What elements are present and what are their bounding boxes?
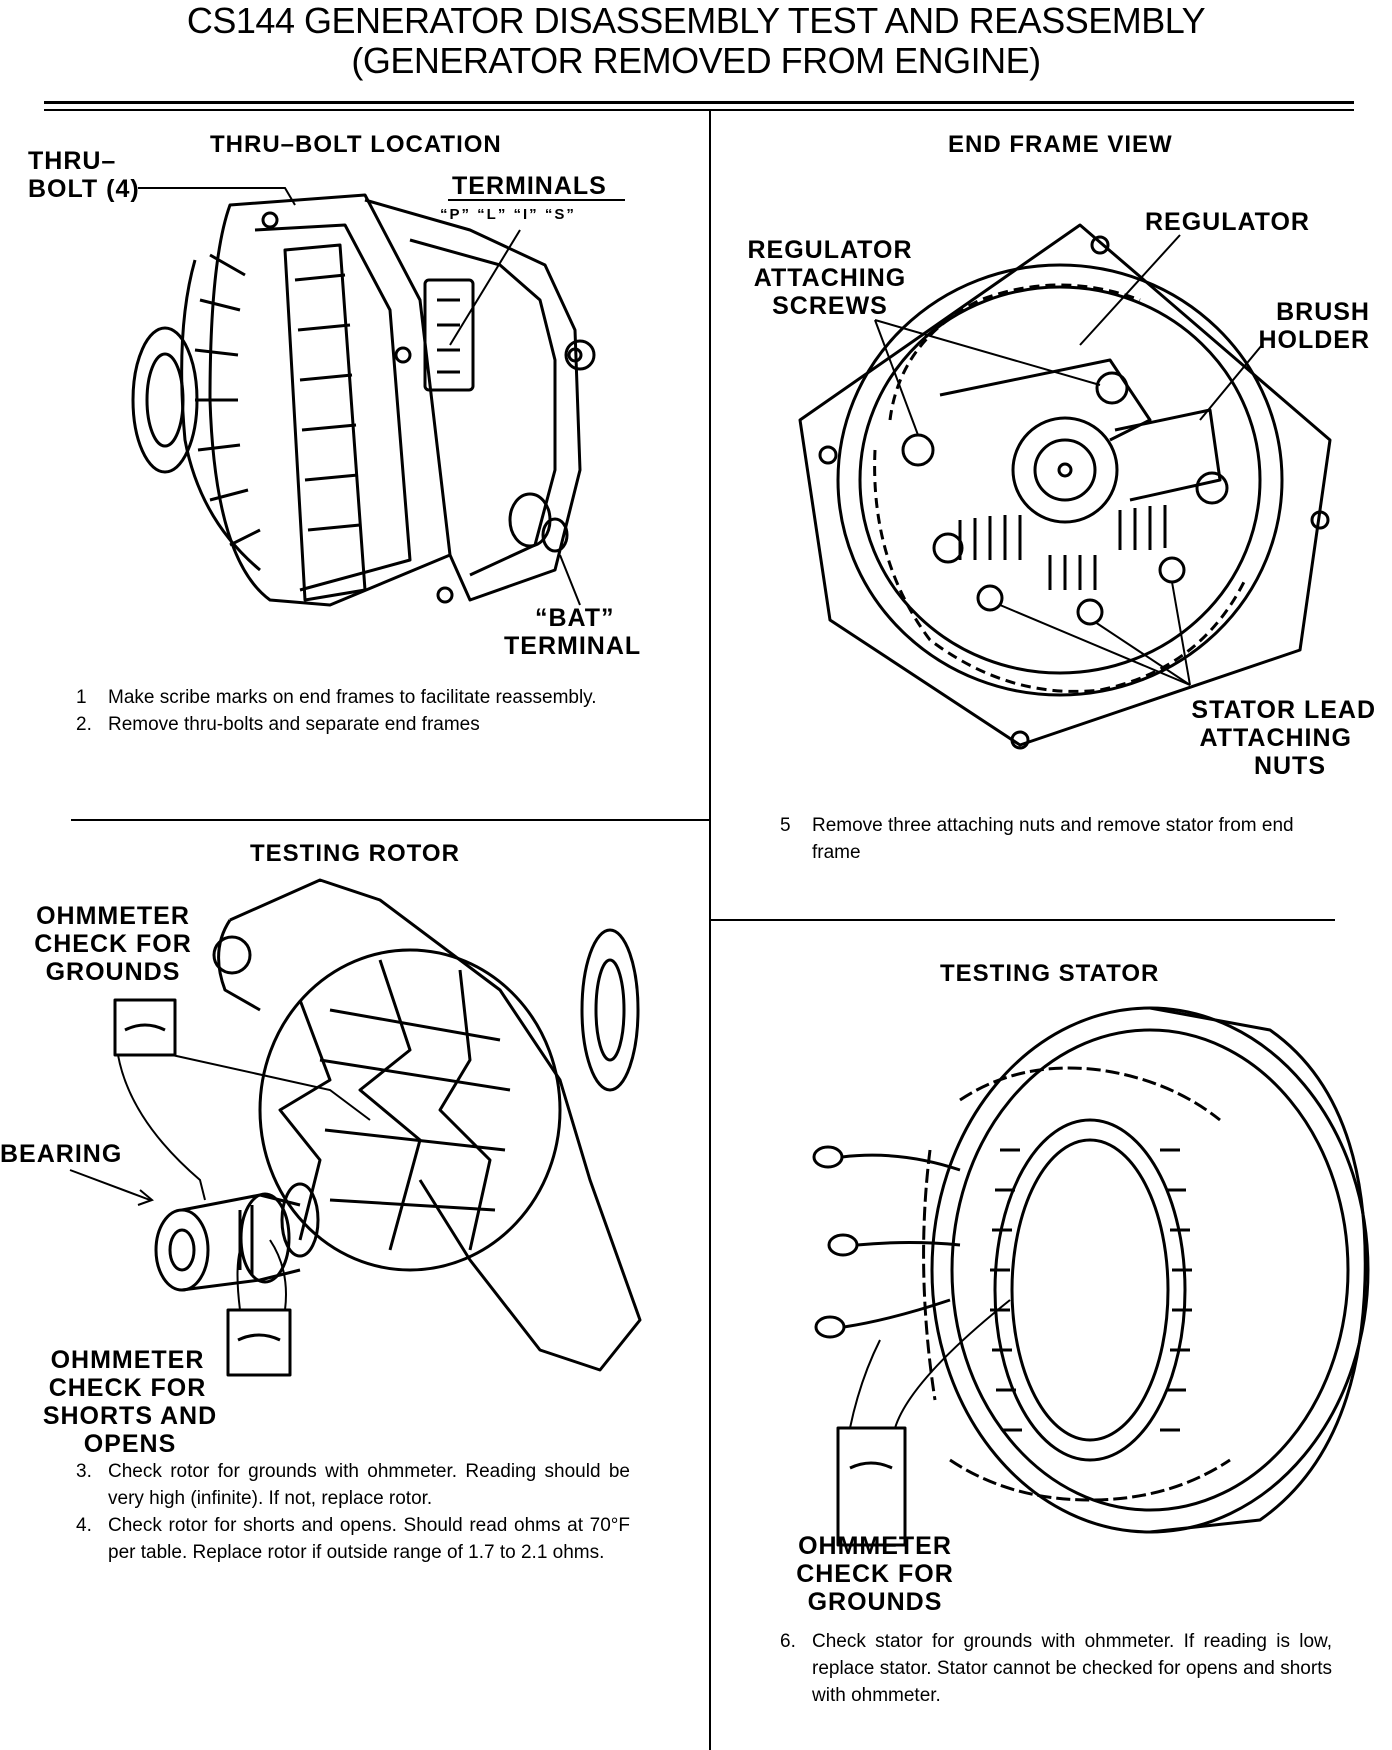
ohm-grounds-label-3: GROUNDS [45, 958, 181, 986]
step-4: 4. Check rotor for shorts and opens. Sho… [76, 1512, 630, 1566]
stator-ohm-label-1: OHMMETER [798, 1532, 952, 1560]
step-number: 5 [780, 815, 791, 836]
thru-bolt-heading: THRU–BOLT LOCATION [210, 131, 502, 158]
stator-nuts-label-3: NUTS [1253, 752, 1326, 780]
right-panel-divider [711, 919, 1335, 921]
step-number: 2. [76, 714, 92, 735]
step-number: 6. [780, 1631, 796, 1652]
bearing-label: BEARING [0, 1140, 123, 1168]
step-3: 3. Check rotor for grounds with ohmmeter… [76, 1458, 630, 1512]
top-rule [44, 101, 1354, 104]
step-text: Check stator for grounds with ohmmeter. … [812, 1631, 1332, 1706]
terminals-label: TERMINALS [452, 172, 607, 200]
step-1: 1 Make scribe marks on end frames to fac… [76, 684, 630, 711]
regulator-label: REGULATOR [1144, 208, 1310, 236]
vertical-divider [709, 111, 711, 1750]
thru-bolt-label-2: BOLT (4) [28, 175, 140, 203]
terminal-letters: “P” “L” “I” “S” [440, 206, 576, 223]
ohm-shorts-label-2: CHECK FOR [48, 1374, 207, 1402]
page-title-line-1: CS144 GENERATOR DISASSEMBLY TEST AND REA… [186, 0, 1206, 41]
regulator-screws-label-2: ATTACHING [753, 264, 907, 292]
ohm-shorts-label-1: OHMMETER [50, 1346, 205, 1374]
ohm-grounds-label-1: OHMMETER [36, 902, 190, 930]
step-number: 1 [76, 687, 87, 708]
page-title-line-2: (GENERATOR REMOVED FROM ENGINE) [351, 40, 1041, 81]
stator-ohm-label-2: CHECK FOR [796, 1560, 954, 1588]
ohm-shorts-label-3: SHORTS AND OPENS [42, 1402, 218, 1458]
step-5: 5 Remove three attaching nuts and remove… [780, 812, 1340, 866]
testing-stator-steps: 6. Check stator for grounds with ohmmete… [780, 1628, 1332, 1709]
regulator-screws-label-3: SCREWS [772, 292, 888, 320]
thru-bolt-label-1: THRU– [28, 147, 117, 175]
step-text: Check rotor for grounds with ohmmeter. R… [108, 1461, 630, 1509]
testing-stator-heading: TESTING STATOR [940, 960, 1160, 987]
thru-bolt-steps: 1 Make scribe marks on end frames to fac… [76, 684, 630, 738]
left-panel-divider [71, 819, 709, 821]
testing-rotor-heading: TESTING ROTOR [250, 840, 460, 867]
step-2: 2. Remove thru-bolts and separate end fr… [76, 711, 630, 738]
top-rule-thin [44, 109, 1354, 111]
end-frame-heading: END FRAME VIEW [948, 131, 1173, 158]
brush-holder-label-1: BRUSH [1276, 298, 1370, 326]
brush-holder-label-2: HOLDER [1258, 326, 1370, 354]
bat-terminal-label-1: “BAT” [535, 604, 615, 632]
regulator-screws-label-1: REGULATOR [747, 236, 913, 264]
bat-terminal-label-2: TERMINAL [504, 632, 642, 660]
stator-nuts-label-2: ATTACHING [1199, 724, 1352, 752]
step-number: 3. [76, 1461, 92, 1482]
step-text: Check rotor for shorts and opens. Should… [108, 1515, 630, 1563]
step-text: Remove thru-bolts and separate end frame… [108, 714, 480, 735]
stator-ohm-label-3: GROUNDS [807, 1588, 943, 1616]
step-6: 6. Check stator for grounds with ohmmete… [780, 1628, 1332, 1709]
ohm-grounds-label-2: CHECK FOR [34, 930, 192, 958]
step-text: Make scribe marks on end frames to facil… [108, 687, 597, 708]
end-frame-steps: 5 Remove three attaching nuts and remove… [780, 812, 1340, 866]
stator-nuts-label-1: STATOR LEAD [1191, 696, 1376, 724]
testing-rotor-steps: 3. Check rotor for grounds with ohmmeter… [76, 1458, 630, 1566]
step-text: Remove three attaching nuts and remove s… [812, 815, 1294, 863]
step-number: 4. [76, 1515, 92, 1536]
